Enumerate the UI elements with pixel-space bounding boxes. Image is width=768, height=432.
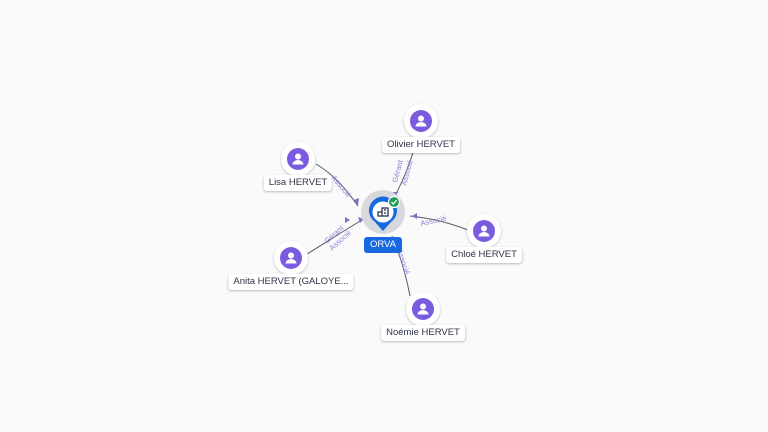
person-icon <box>285 252 297 264</box>
person-label-lisa[interactable]: Lisa HERVET <box>263 175 333 191</box>
edges <box>306 133 469 297</box>
person-node-lisa[interactable] <box>281 142 315 176</box>
company-building-icon <box>377 207 389 217</box>
person-icon <box>415 115 427 127</box>
person-label-chloe[interactable]: Chloé HERVET <box>446 247 522 263</box>
company-node[interactable] <box>361 190 405 234</box>
edge-anita <box>306 219 363 255</box>
arrow-lisa <box>354 198 359 205</box>
edge-label-lisa-0: Associé <box>329 174 353 200</box>
person-nodes <box>274 104 501 326</box>
person-node-olivier[interactable] <box>404 104 438 138</box>
person-icon <box>292 153 304 165</box>
edge-lisa <box>315 163 359 207</box>
person-label-olivier[interactable]: Olivier HERVET <box>382 137 460 153</box>
person-label-noemie[interactable]: Noémie HERVET <box>381 325 465 341</box>
check-circle-icon <box>387 195 401 209</box>
person-node-chloe[interactable] <box>467 214 501 248</box>
arrow-lisa-2 <box>345 217 350 223</box>
person-node-anita[interactable] <box>274 241 308 275</box>
person-icon <box>478 225 490 237</box>
arrow-chloe <box>412 213 417 219</box>
edge-label-chloe-0: Associé <box>420 214 448 228</box>
person-icon <box>417 303 429 315</box>
company-label[interactable]: ORVA <box>363 237 403 253</box>
person-label-anita[interactable]: Anita HERVET (GALOYE... <box>228 274 354 290</box>
person-node-noemie[interactable] <box>406 292 440 326</box>
